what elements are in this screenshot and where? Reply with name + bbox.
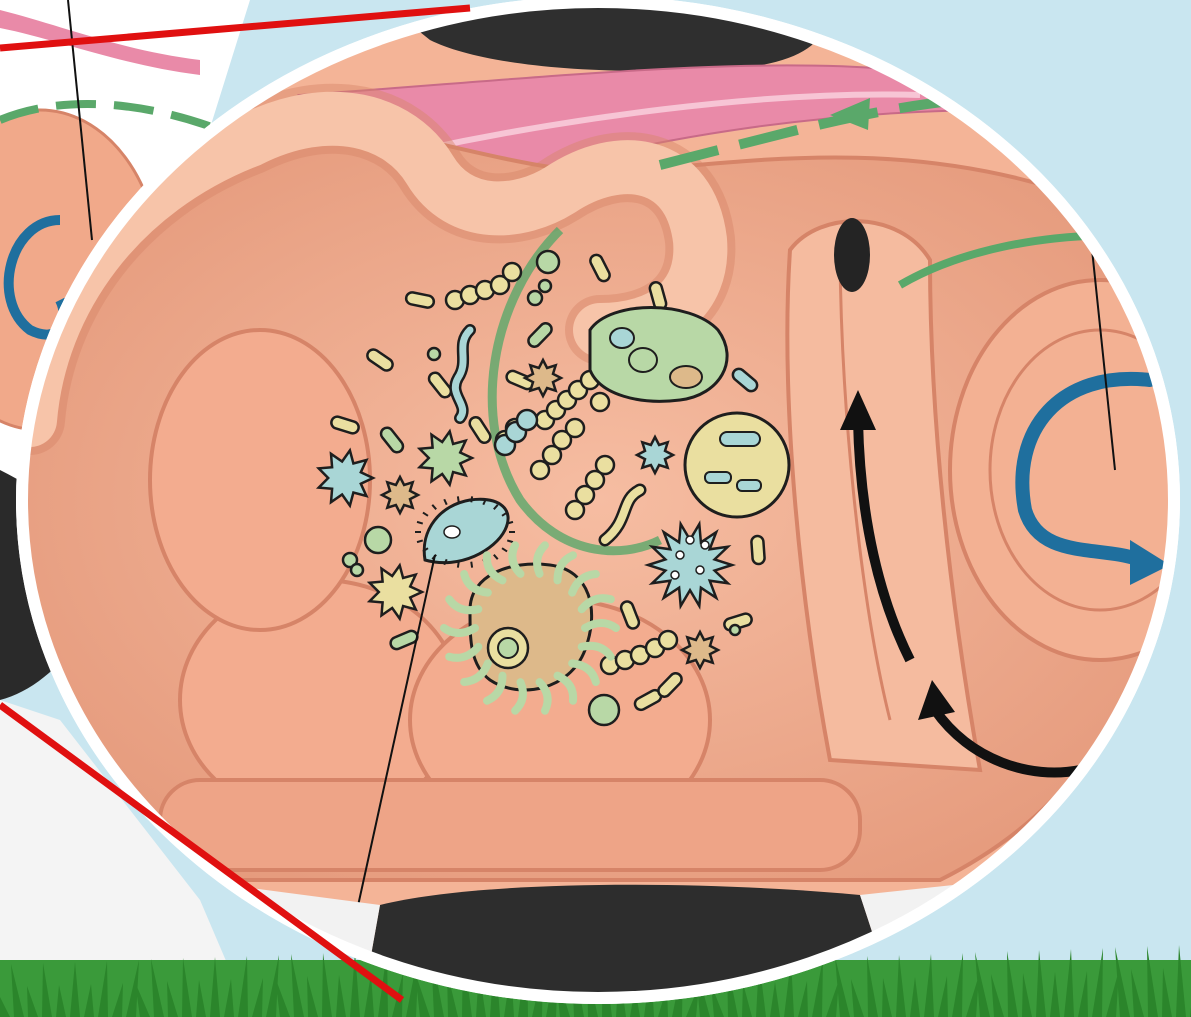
- coccus: [351, 564, 363, 576]
- round-cell: [685, 413, 789, 517]
- opening-dark: [834, 218, 870, 292]
- spiky-microbe: [682, 632, 718, 668]
- coccus: [537, 251, 559, 273]
- coccus: [517, 410, 537, 430]
- inner-rod: [705, 472, 731, 483]
- coccus: [365, 527, 391, 553]
- spiky-microbe: [637, 437, 673, 473]
- coccus: [528, 291, 542, 305]
- coccus: [591, 393, 609, 411]
- vacuole: [629, 348, 657, 372]
- cilium: [458, 562, 459, 568]
- granule: [701, 541, 709, 549]
- nucleus: [670, 366, 702, 388]
- cilium: [471, 496, 472, 502]
- vacuole: [610, 328, 634, 348]
- coccus: [589, 695, 619, 725]
- spiky-microbe: [382, 477, 418, 513]
- cilium: [458, 496, 459, 502]
- granule: [671, 571, 679, 579]
- granule: [686, 536, 694, 544]
- inner-rod: [720, 432, 760, 446]
- coccus: [659, 631, 677, 649]
- protozoan: [590, 308, 727, 402]
- coccus: [503, 263, 521, 281]
- rod-bacterium: [751, 536, 765, 565]
- spiky-microbe: [525, 360, 561, 396]
- granule: [696, 566, 704, 574]
- intestine-band-lower: [160, 780, 860, 870]
- nucleolus: [498, 638, 518, 658]
- coccus: [428, 348, 440, 360]
- inner-rod: [737, 480, 761, 491]
- coccus: [730, 625, 740, 635]
- cilium: [471, 562, 472, 568]
- coccus: [596, 456, 614, 474]
- granule: [676, 551, 684, 559]
- coccus: [566, 419, 584, 437]
- coccus: [539, 280, 551, 292]
- coccus: [531, 461, 549, 479]
- vacuole: [444, 526, 460, 538]
